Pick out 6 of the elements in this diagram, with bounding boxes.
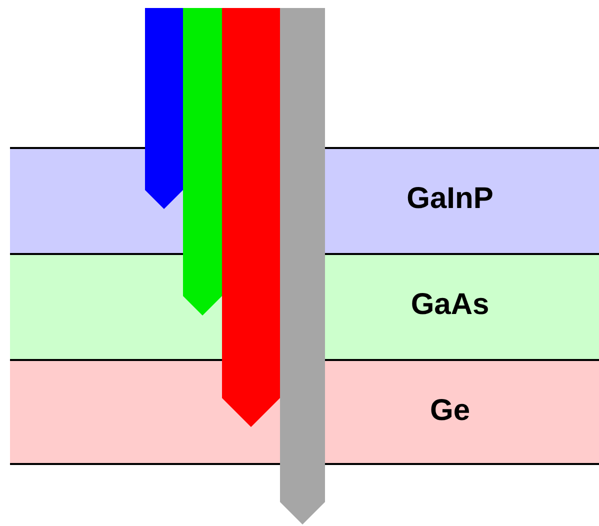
light-arrow — [183, 8, 222, 316]
light-arrow — [222, 8, 280, 427]
layer-label: Ge — [428, 394, 472, 428]
layer-label: GaInP — [406, 182, 494, 216]
light-arrow — [145, 8, 183, 209]
layer-label: GaAs — [410, 288, 490, 322]
